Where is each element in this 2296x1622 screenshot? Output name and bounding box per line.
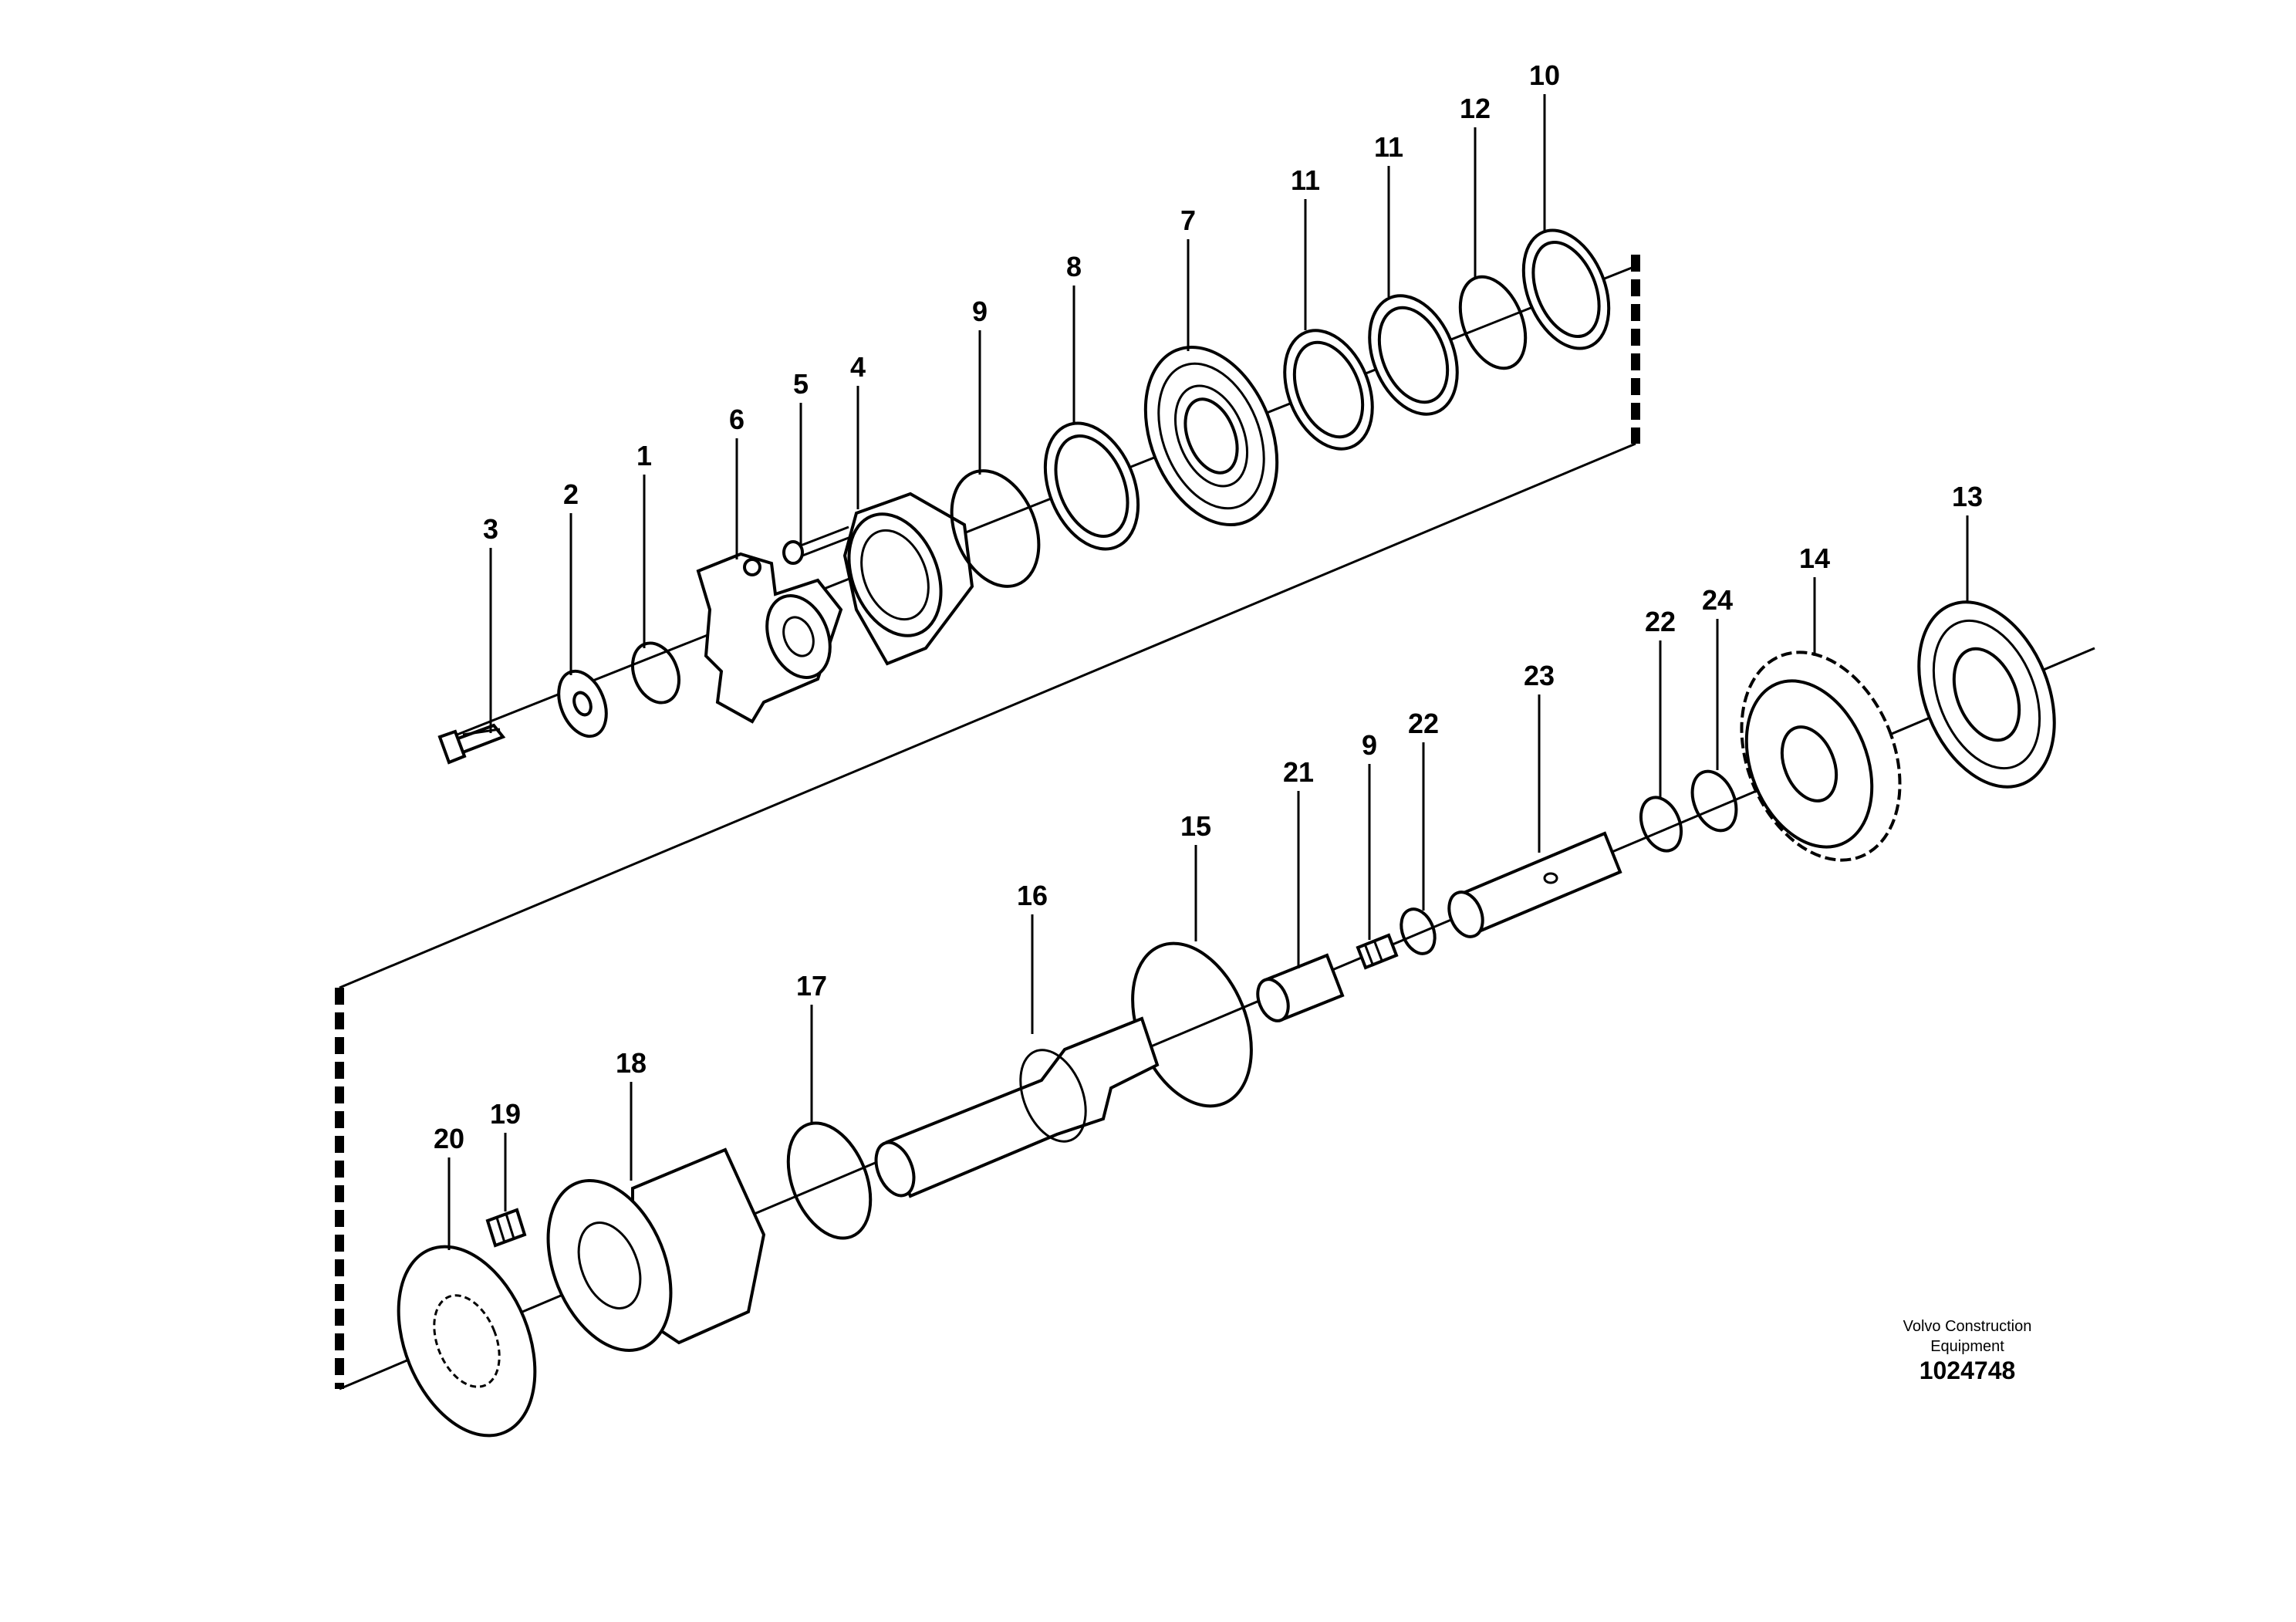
callout-18: 18 — [616, 1047, 647, 1079]
washer-part-2 — [557, 669, 608, 738]
callout-20: 20 — [434, 1123, 464, 1154]
callout-24: 24 — [1702, 584, 1733, 616]
disc-part-20 — [397, 1245, 537, 1438]
callout-2: 2 — [563, 478, 579, 510]
callout-3: 3 — [483, 513, 498, 545]
callout-10: 10 — [1529, 59, 1560, 91]
o-ring-part-9-upper — [950, 469, 1041, 588]
snap-ring-part-24 — [1690, 769, 1738, 833]
spacer-part-11-a — [1283, 329, 1374, 451]
callout-15: 15 — [1180, 810, 1211, 842]
bolt-part-5 — [782, 525, 853, 565]
callout-19: 19 — [490, 1098, 521, 1130]
callout-labels: 3 2 1 6 5 4 9 8 7 11 11 12 10 13 14 24 2… — [434, 59, 1983, 1154]
callout-7: 7 — [1180, 204, 1196, 236]
o-ring-part-22-right — [1639, 796, 1683, 853]
valve-part-21 — [1256, 953, 1345, 1022]
callout-1: 1 — [636, 440, 652, 471]
seal-part-10 — [1521, 228, 1611, 350]
spring-part-19 — [485, 1208, 527, 1248]
gear-part-14 — [1740, 650, 1902, 862]
callout-22-a: 22 — [1645, 606, 1676, 637]
seal-part-8 — [1043, 421, 1140, 551]
callout-11-a: 11 — [1291, 164, 1320, 196]
callout-6: 6 — [729, 404, 745, 435]
manufacturer-line-1: Volvo Construction — [1903, 1318, 2032, 1335]
manufacturer-line-2: Equipment — [1930, 1338, 2004, 1355]
callout-5: 5 — [793, 368, 809, 400]
callout-11-b: 11 — [1374, 131, 1403, 163]
pin-part-23 — [1447, 831, 1622, 938]
callout-17: 17 — [796, 970, 827, 1002]
callout-4: 4 — [850, 351, 866, 383]
callout-13: 13 — [1952, 481, 1983, 512]
o-ring-part-17 — [786, 1121, 873, 1240]
spacer-part-11-b — [1368, 294, 1459, 416]
callout-8: 8 — [1066, 251, 1082, 282]
callout-9-upper: 9 — [972, 296, 988, 327]
flange-part-4 — [842, 492, 974, 666]
callout-14: 14 — [1799, 542, 1830, 574]
figure-number: 1024748 — [1919, 1357, 2016, 1384]
yoke-part-6 — [696, 552, 843, 724]
leader-lines — [447, 94, 1969, 1250]
bolt-part-3 — [437, 723, 506, 765]
callout-9-lower: 9 — [1362, 729, 1377, 761]
callout-22-b: 22 — [1408, 708, 1439, 739]
bearing-part-13 — [1917, 600, 2056, 789]
o-ring-part-22-left — [1400, 907, 1437, 955]
shaft-part-16 — [874, 1016, 1160, 1198]
spring-part-9-lower — [1356, 933, 1399, 970]
callout-23: 23 — [1524, 660, 1555, 691]
callout-16: 16 — [1017, 880, 1048, 911]
connecting-axis — [339, 442, 1636, 989]
hub-part-18 — [546, 1147, 766, 1352]
manufacturer-caption: Volvo Construction Equipment — [1867, 1316, 2068, 1357]
upper-assembly-axis — [451, 265, 1636, 738]
bearing-part-7 — [1143, 345, 1279, 527]
callout-21: 21 — [1283, 756, 1314, 788]
callout-12: 12 — [1460, 93, 1491, 124]
